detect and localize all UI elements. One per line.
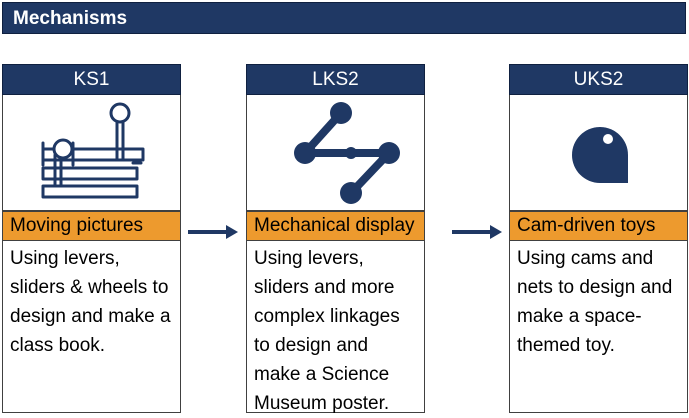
icon-box-uks2 [509,95,688,211]
description-lks2: Using levers, sliders and more complex l… [246,241,425,414]
stage-header-ks1: KS1 [2,64,181,95]
cam-icon [572,127,628,183]
column-uks2: UKS2 Cam-driven toys Using cams and nets… [509,64,688,414]
stage-header-uks2: UKS2 [509,64,688,95]
linkage-icon [294,102,400,204]
title-bar: Mechanisms [2,2,686,34]
project-title-lks2: Mechanical display [246,211,425,241]
project-title-uks2: Cam-driven toys [509,211,688,241]
lever-slider-mechanism-icon [41,102,145,199]
project-title-ks1: Moving pictures [2,211,181,241]
icon-box-ks1 [2,95,181,211]
description-uks2: Using cams and nets to design and make a… [509,241,688,413]
icon-box-lks2 [246,95,425,211]
column-lks2: LKS2 Mechanical display Using levers, sl… [246,64,425,414]
stage-header-lks2: LKS2 [246,64,425,95]
page-title: Mechanisms [13,8,128,29]
column-ks1: KS1 Moving pict [2,64,181,414]
description-ks1: Using levers, sliders & wheels to design… [2,241,181,413]
right-arrow-icon [188,225,238,239]
right-arrow-icon [452,225,502,239]
